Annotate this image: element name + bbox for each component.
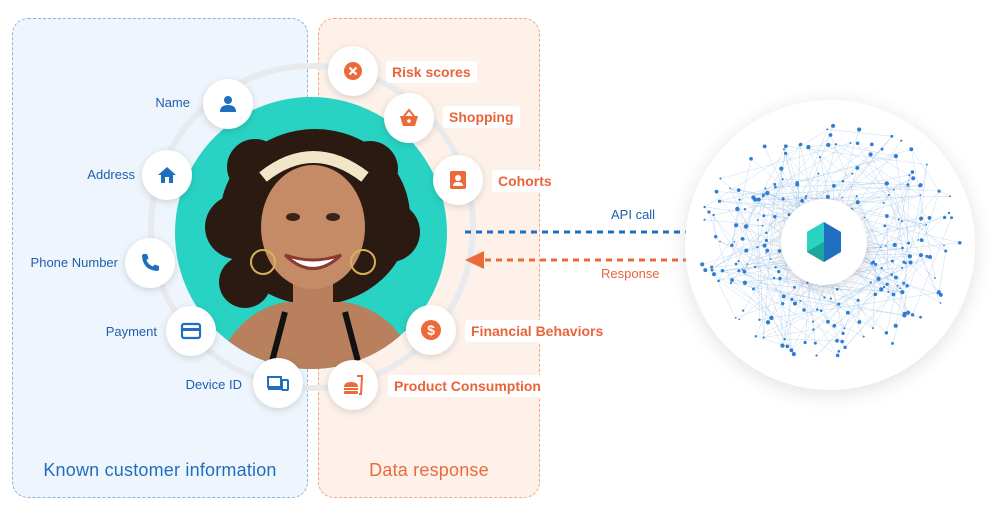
device-id-label: Device ID (185, 377, 242, 392)
basket-icon (400, 108, 418, 126)
name-label: Name (155, 95, 190, 110)
known-customer-information-title: Known customer information (43, 460, 277, 480)
cohorts-label: Cohorts (492, 170, 558, 192)
contact-badge-icon (450, 171, 466, 189)
phone-number-label: Phone Number (30, 255, 118, 270)
data-response-title: Data response (369, 460, 489, 480)
phone-icon (142, 254, 159, 271)
phone-node (125, 238, 175, 288)
cohorts-node (433, 155, 483, 205)
name-node (203, 79, 253, 129)
person-icon (220, 96, 236, 112)
address-node (142, 150, 192, 200)
response-arrowhead (465, 251, 484, 269)
response-label: Response (601, 266, 660, 281)
fastfood-icon (344, 375, 364, 395)
address-label: Address (87, 167, 135, 182)
device-id-node (253, 358, 303, 408)
devices-icon (267, 376, 289, 391)
hub-node (781, 199, 867, 285)
customer-avatar (175, 97, 447, 369)
dollar-icon: $ (421, 320, 441, 340)
hexagon-logo-icon (807, 222, 841, 262)
svg-text:$: $ (427, 322, 435, 338)
home-icon (158, 167, 176, 183)
shopping-node (384, 93, 434, 143)
product-consumption-label: Product Consumption (388, 375, 547, 397)
close-circle-icon (344, 62, 362, 80)
financial-behaviors-node: $ (406, 305, 456, 355)
credit-card-icon (180, 322, 202, 340)
risk-scores-node (328, 46, 378, 96)
financial-behaviors-label: Financial Behaviors (465, 320, 610, 342)
orbit-ring (148, 63, 476, 391)
risk-scores-label: Risk scores (386, 61, 477, 83)
product-consumption-node (328, 360, 378, 410)
api-call-label: API call (611, 207, 656, 222)
customer-illustration (205, 129, 420, 369)
payment-label: Payment (105, 324, 157, 339)
shopping-label: Shopping (443, 106, 520, 128)
payment-node (166, 306, 216, 356)
